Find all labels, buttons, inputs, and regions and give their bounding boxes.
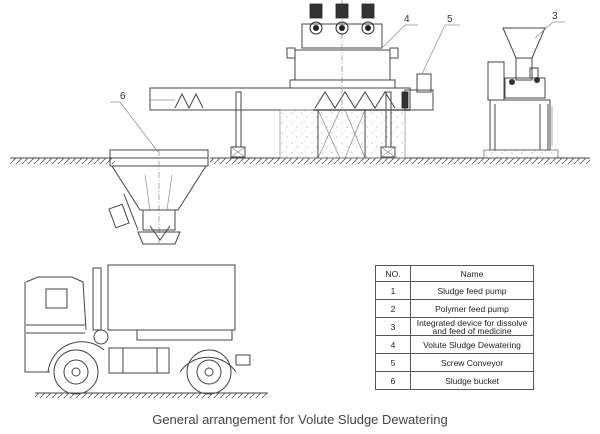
figure-caption: General arrangement for Volute Sludge De… — [152, 412, 448, 427]
ground-upper — [10, 157, 590, 164]
legend-row: 4 Volute Sludge Dewatering — [375, 335, 534, 354]
callout-6: 6 — [110, 91, 159, 153]
legend-name: Volute Sludge Dewatering — [410, 335, 534, 354]
screw-conveyor-motor — [401, 73, 434, 111]
legend-row: 3 Integrated device for dissolve and fee… — [375, 317, 534, 336]
drive-motor — [361, 3, 375, 35]
legend-no: 1 — [375, 281, 411, 300]
drive-motor — [309, 3, 323, 35]
legend-no: 3 — [375, 317, 411, 336]
legend-row: 5 Screw Conveyor — [375, 353, 534, 372]
legend-header-name: Name — [410, 265, 534, 282]
volute-dewatering — [286, 0, 399, 110]
callout-5: 5 — [421, 14, 460, 75]
legend-name: Sludge bucket — [410, 371, 534, 390]
legend-row: 6 Sludge bucket — [375, 371, 534, 390]
legend-no: 2 — [375, 299, 411, 318]
legend-header-row: NO. Name — [375, 265, 534, 282]
drive-motor — [335, 3, 349, 35]
callout-number: 6 — [120, 91, 126, 102]
legend-name: Polymer feed pump — [410, 299, 534, 318]
legend-name: Screw Conveyor — [410, 353, 534, 372]
legend-row: 2 Polymer feed pump — [375, 299, 534, 318]
legend-no: 5 — [375, 353, 411, 372]
callout-3: 3 — [534, 11, 565, 39]
legend-name: Integrated device for dissolve and feed … — [410, 317, 534, 336]
callout-4: 4 — [382, 14, 418, 48]
concrete-base — [279, 109, 406, 159]
legend-name: Sludge feed pump — [410, 281, 534, 300]
legend-header-no: NO. — [375, 265, 411, 282]
callout-number: 5 — [447, 14, 453, 25]
legend-no: 6 — [375, 371, 411, 390]
integrated-device — [483, 27, 559, 159]
truck — [24, 264, 268, 398]
sludge-bucket — [108, 149, 209, 245]
parts-legend-table: NO. Name 1 Sludge feed pump 2 Polymer fe… — [375, 265, 534, 390]
legend-row: 1 Sludge feed pump — [375, 281, 534, 300]
callout-number: 3 — [552, 11, 558, 22]
legend-no: 4 — [375, 335, 411, 354]
callout-number: 4 — [404, 14, 410, 25]
